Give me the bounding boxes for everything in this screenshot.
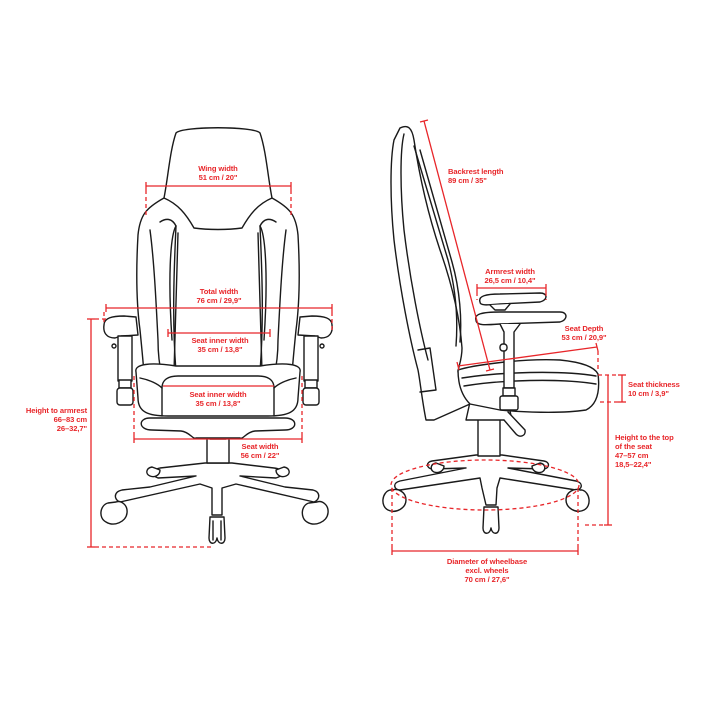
seat-height-cm: 47–57 cm [615,451,649,460]
seat-inner-width-label: Seat inner width 35 cm / 13,8" [189,390,246,408]
wheelbase-value: 70 cm / 27,6" [464,575,510,584]
side-seat-cushion-icon [457,358,600,414]
seat-inner-width-title: Seat inner width [189,390,247,399]
seat-height-in: 18,5–22,4" [615,460,652,469]
side-view-chair [382,125,600,534]
front-left-armrest-icon [103,315,139,406]
seat-height-label: Height to the top of the seat 47–57 cm 1… [615,433,674,469]
wing-width-value: 51 cm / 20" [198,173,238,182]
front-view-chair [100,127,333,544]
wheelbase-title-2: excl. wheels [465,566,509,575]
armrest-width-label: Armrest width 26,5 cm / 10,4" [484,267,535,285]
front-seat-plate-icon [140,417,296,439]
seat-width-label: Seat width 56 cm / 22" [241,442,280,460]
side-gas-cylinder-icon [477,417,501,457]
seat-height-title-1: Height to the top [615,433,674,442]
backrest-length-label: Backrest length 89 cm / 35" [448,167,504,185]
backrest-inner-width-label: Seat inner width 35 cm / 13,8" [191,336,248,354]
front-base-icon [100,462,329,544]
height-to-armrest-in: 26–32,7" [56,424,87,433]
front-seat-cushion-icon [135,363,301,417]
total-width-label: Total width 76 cm / 29,9" [197,287,242,305]
seat-height-title-2: of the seat [615,442,652,451]
height-to-armrest-label: Height to armrest 66–83 cm 26–32,7" [22,406,87,433]
front-backrest-icon [135,127,301,377]
armrest-width-title: Armrest width [485,267,535,276]
front-gas-cylinder-icon [206,437,230,464]
seat-thickness-label: Seat thickness 10 cm / 3,9" [628,380,680,398]
side-view-dimensions [390,119,626,555]
total-width-title: Total width [199,287,239,296]
wheelbase-title-1: Diameter of wheelbase [446,557,528,566]
wing-width-title: Wing width [198,164,238,173]
height-to-armrest-cm: 66–83 cm [53,415,88,424]
backrest-inner-width-value: 35 cm / 13,8" [197,345,243,354]
seat-depth-value: 53 cm / 20,9" [561,333,607,342]
wing-width-label: Wing width 51 cm / 20" [198,164,238,182]
total-width-value: 76 cm / 29,9" [196,296,242,305]
backrest-length-title: Backrest length [448,167,504,176]
armrest-width-value: 26,5 cm / 10,4" [484,276,536,285]
side-base-icon [382,454,590,534]
seat-thickness-value: 10 cm / 3,9" [628,389,669,398]
backrest-length-value: 89 cm / 35" [448,176,487,185]
height-to-armrest-title: Height to armrest [25,406,87,415]
seat-depth-label: Seat Depth 53 cm / 20,9" [562,324,607,342]
side-armrest-icon [475,292,567,411]
seat-depth-title: Seat Depth [564,324,604,333]
seat-inner-width-value: 35 cm / 13,8" [195,399,241,408]
seat-width-value: 56 cm / 22" [240,451,280,460]
front-right-armrest-icon [297,315,333,406]
backrest-inner-width-title: Seat inner width [191,336,249,345]
front-view-dimensions [87,182,333,548]
seat-width-title: Seat width [241,442,279,451]
wheelbase-diameter-label: Diameter of wheelbase excl. wheels 70 cm… [447,557,527,584]
seat-thickness-title: Seat thickness [628,380,680,389]
